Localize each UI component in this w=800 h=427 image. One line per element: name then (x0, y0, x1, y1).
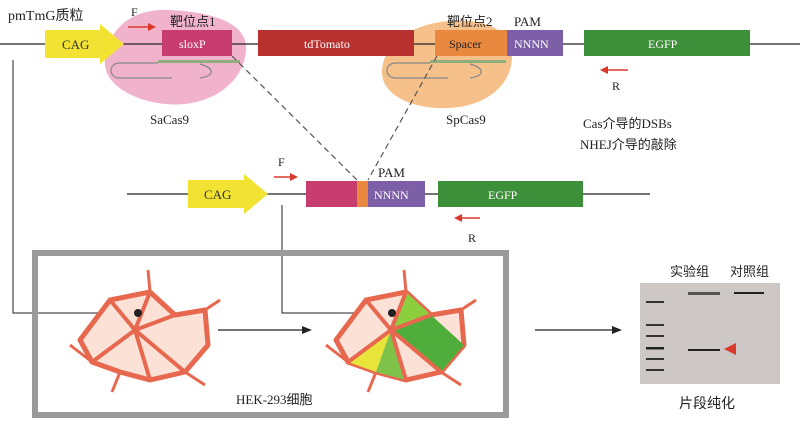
cell-cluster-green (325, 269, 477, 393)
top-r-label: R (612, 79, 620, 93)
top-loxp-box (162, 30, 232, 56)
gel-title: 片段纯化 (679, 396, 735, 412)
deletion-dash-left (231, 55, 358, 181)
plasmid-title: pmTmG质粒 (8, 8, 83, 24)
top-tdtomato-label: tdTomato (304, 37, 350, 51)
sp-sgrna-loop (386, 62, 448, 79)
spcas9-label: SpCas9 (446, 112, 486, 127)
cell-frame (32, 250, 509, 418)
mid-egfp-label: EGFP (488, 188, 518, 202)
sp-sgrna-loop2 (469, 63, 482, 79)
cell-nucleus-dot-left (134, 309, 142, 317)
cell-nucleus-dot-right (388, 309, 396, 317)
deletion-dash-right (367, 55, 438, 181)
sacas9-label: SaCas9 (150, 112, 189, 127)
top-nnnn-label: NNNN (514, 37, 549, 51)
gel-band-exp-edited (688, 349, 720, 351)
top-loxp-label: sloxP (179, 37, 206, 51)
cell-label: HEK-293细胞 (236, 392, 313, 407)
target1-label: 靶位点1 (170, 14, 216, 29)
sa-sgrna-loop (110, 62, 172, 79)
top-egfp-label: EGFP (648, 37, 678, 51)
sa-sgrna-strand (158, 60, 240, 63)
mid-nnnn-box (368, 181, 425, 207)
top-cag-arrow (45, 24, 124, 64)
mid-f-label: F (278, 155, 285, 169)
sa-sgrna-loop2 (199, 63, 212, 79)
top-cag-label: CAG (62, 37, 89, 52)
mid-r-arrowhead (454, 214, 462, 222)
dsb-line1: Cas介导的DSBs (583, 116, 672, 131)
dsb-line2: NHEJ介导的敲除 (580, 137, 677, 152)
cell-cluster-red (69, 269, 221, 393)
arrow-cells-1-head (302, 326, 312, 334)
gel-lane-exp-label: 实验组 (670, 264, 709, 279)
gel-edited-marker (724, 343, 736, 355)
mid-loxp-remnant (306, 181, 357, 207)
top-spacer-label: Spacer (449, 37, 482, 51)
top-nnnn-box (507, 30, 563, 56)
mid-nnnn-label: NNNN (374, 188, 409, 202)
mid-spacer-remnant (357, 181, 368, 207)
top-f-label: F (131, 5, 138, 19)
gel-lane-ctrl-label: 对照组 (730, 264, 769, 279)
mid-pam-label: PAM (378, 165, 405, 180)
top-tdtomato-box (258, 30, 414, 56)
gel-band-ctrl-top (734, 292, 764, 294)
top-f-arrowhead (148, 23, 156, 31)
arrow-to-gel-head (612, 326, 622, 334)
mid-r-label: R (468, 231, 476, 245)
mid-cag-label: CAG (204, 187, 231, 202)
mid-f-arrowhead (290, 173, 298, 181)
target2-label: 靶位点2 (447, 14, 493, 29)
gel-ladder (646, 301, 664, 371)
gel-image (640, 283, 780, 384)
top-egfp-box (584, 30, 750, 56)
gel-band-exp-top (688, 292, 720, 295)
sp-sgrna-strand (430, 60, 506, 63)
top-pam-label: PAM (514, 14, 541, 29)
top-r-arrowhead (600, 66, 608, 74)
top-spacer-box (435, 30, 507, 56)
mid-cag-arrow (188, 174, 268, 214)
connector-left (12, 60, 135, 314)
mid-egfp-box (438, 181, 583, 207)
